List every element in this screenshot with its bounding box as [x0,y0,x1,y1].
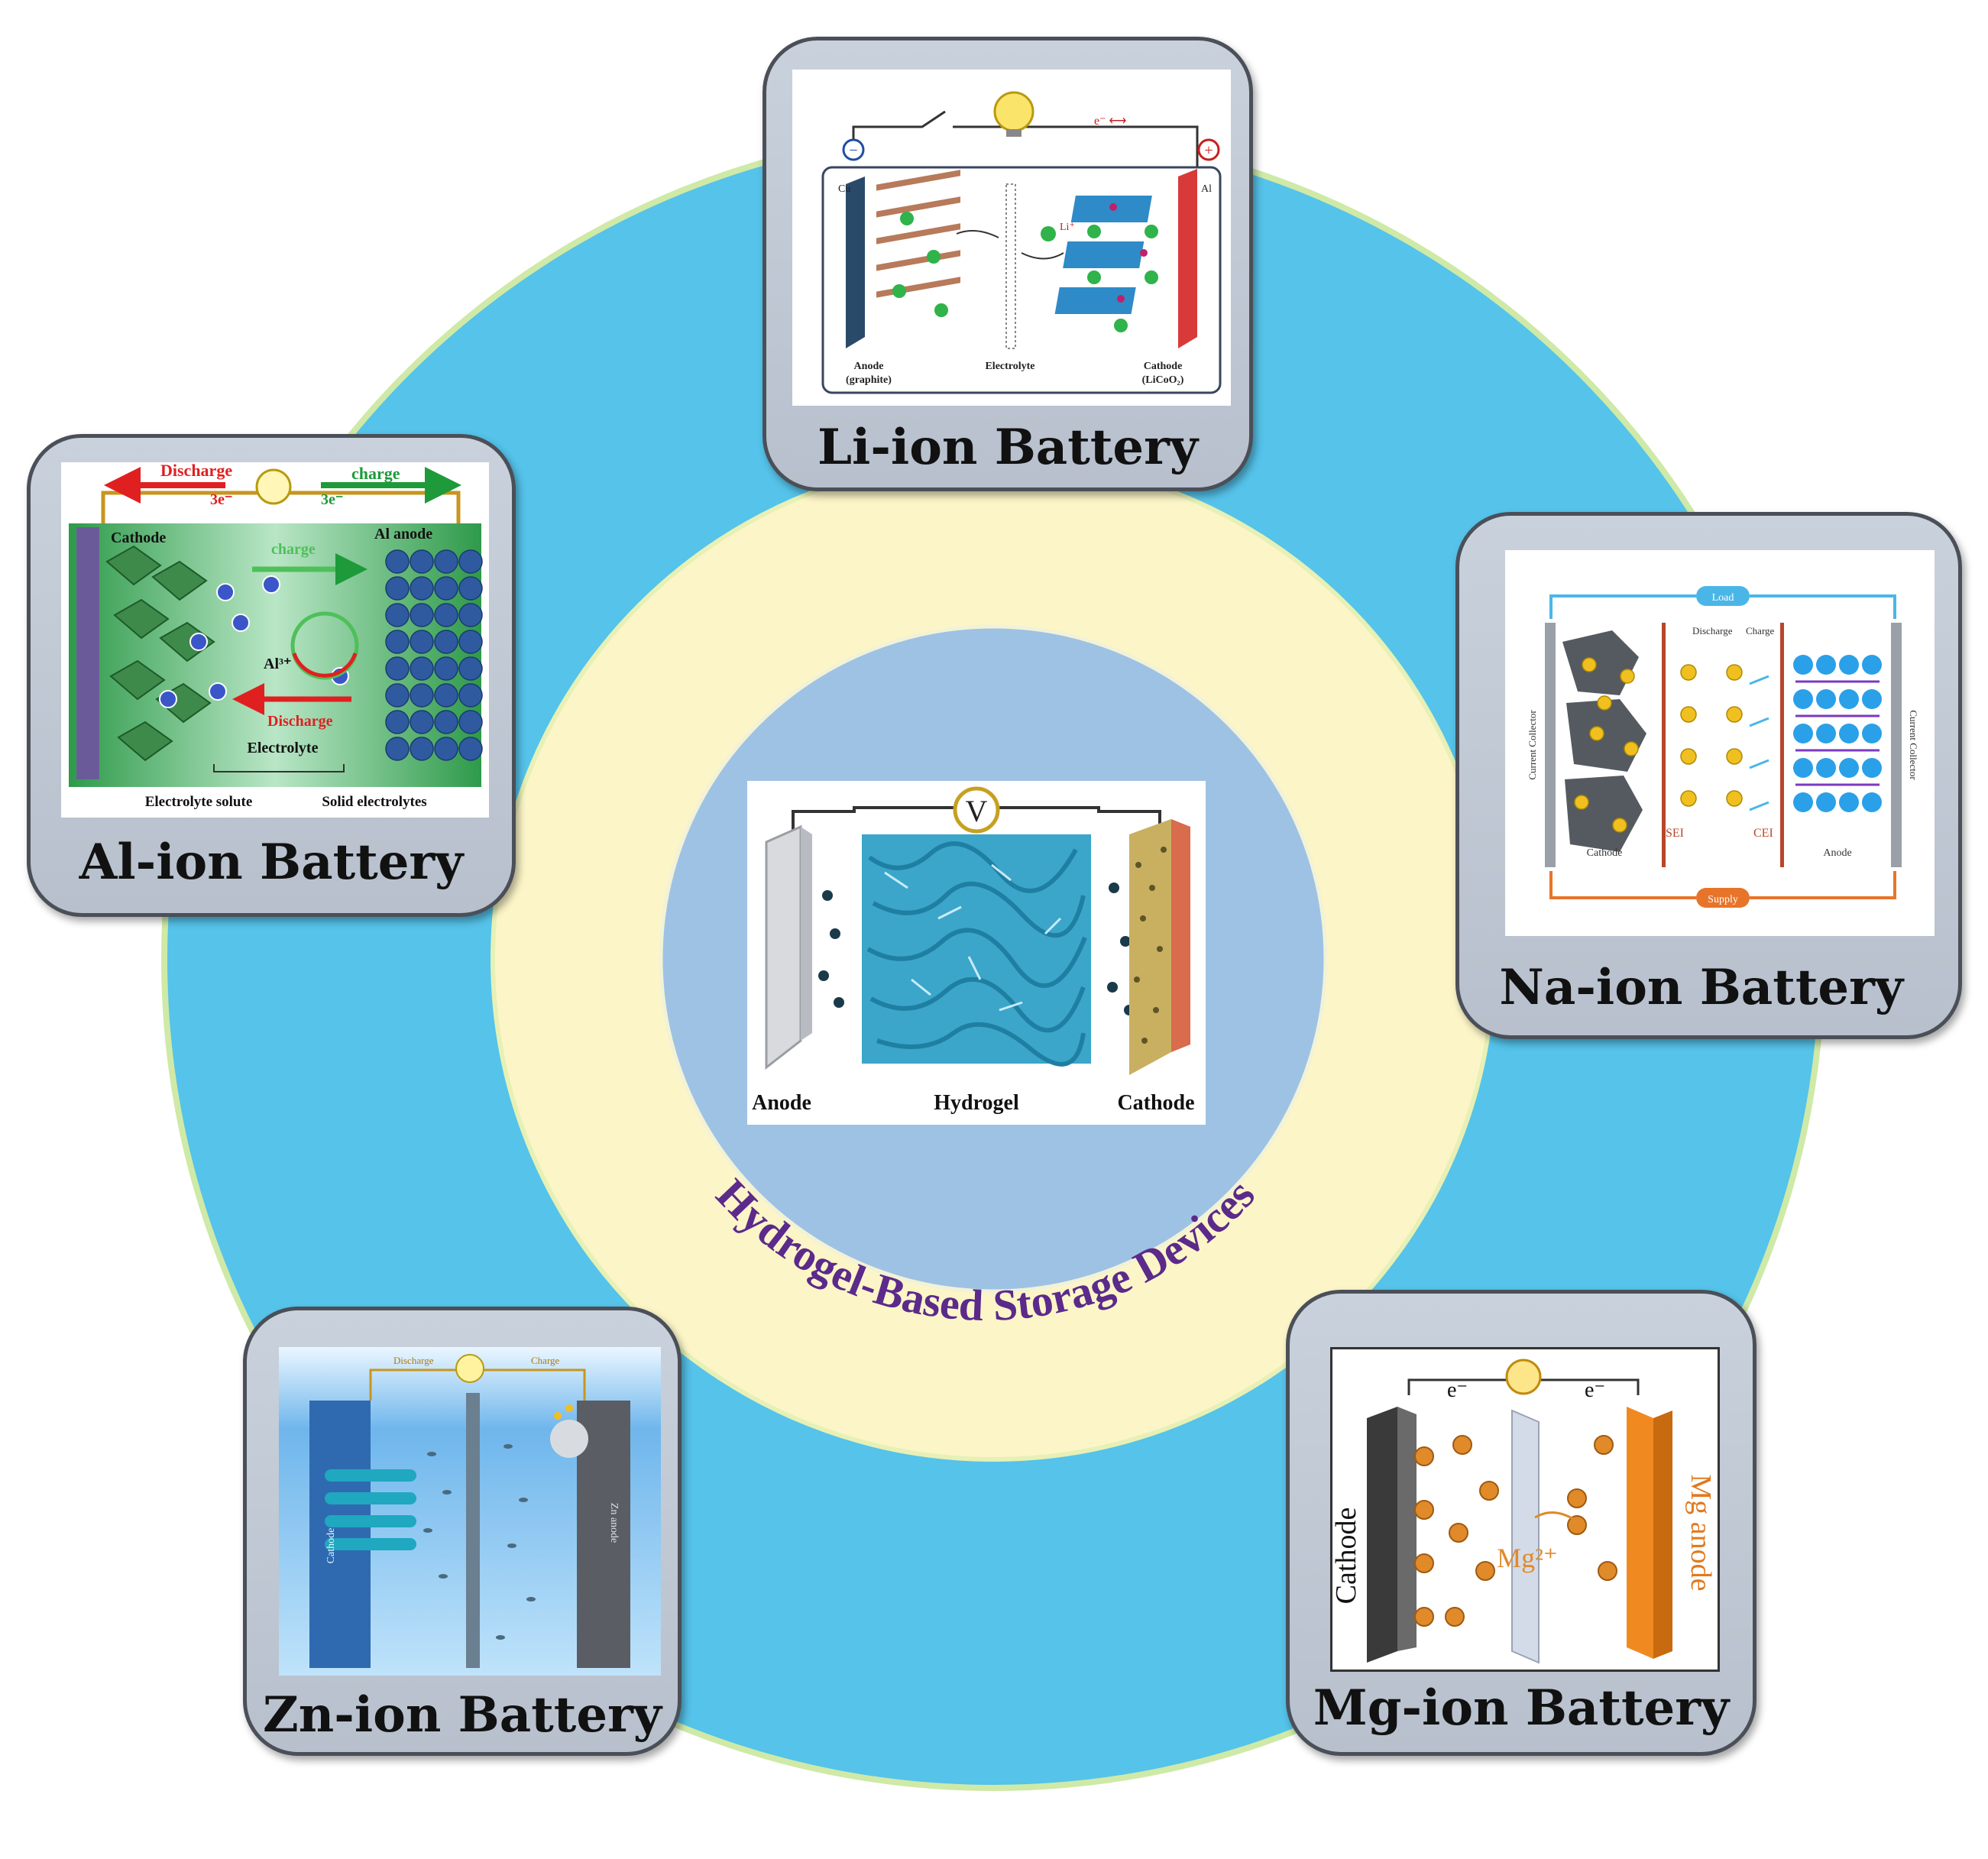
li-separator [1005,183,1016,349]
al-electrolyte-label: Electrolyte [248,740,319,756]
al-ion-title: Al-ion Battery [79,834,464,891]
na-cathode-particles [1562,630,1646,852]
mg-ion-label: Mg²⁺ [1497,1543,1558,1573]
zn-ion-diagram: Discharge Charge Cathode Zn anode [279,1347,661,1676]
hydrogel-anode-plate [765,824,802,1070]
zn-ion-title: Zn-ion Battery [263,1686,662,1744]
al-anode-label: Al anode [374,526,432,542]
zn-ions [423,1444,536,1640]
na-cei-layer [1780,623,1784,867]
na-cathode-label: Cathode [1587,847,1623,859]
negative-terminal-icon [842,138,865,161]
al-charge-top: charge [351,464,400,483]
li-ion-title: Li-ion Battery [818,419,1198,476]
na-load-label: Load [1712,592,1734,604]
mg-separator [1511,1409,1540,1664]
mg-cathode-label: Cathode [1332,1508,1362,1605]
na-load-box [1696,586,1750,606]
zn-bulb-icon [455,1354,484,1383]
li-anode-plate [846,177,865,348]
al-electrolyte-solute: Electrolyte solute [145,794,253,810]
li-cathode-plate [1178,169,1197,348]
mg-cathode-plate [1367,1407,1397,1663]
na-discharge-label: Discharge [1692,625,1733,636]
li-anode-sub: (graphite) [846,374,892,386]
al-anode-spheres [385,549,483,761]
na-cei-label: CEI [1753,827,1773,840]
hydrogel-cathode-label: Cathode [1117,1091,1194,1115]
zn-cathode-layers [325,1469,416,1550]
zn-anode-label: Zn anode [608,1503,620,1543]
voltmeter-icon [953,786,1000,834]
al-e-right: 3e⁻ [321,491,343,508]
li-neg-symbol: − [849,142,857,159]
na-collector-r-label: Current Collector [1908,710,1919,780]
li-al-label: Al [1201,183,1212,195]
li-electrolyte-label: Electrolyte [985,361,1034,372]
na-anode-lattice [1793,655,1882,812]
zn-cathode-label: Cathode [325,1528,337,1564]
al-cathode-label: Cathode [111,530,166,546]
na-supply-label: Supply [1708,894,1738,905]
al-cathode-plate [76,527,99,779]
zn-discharge-label: Discharge [393,1355,434,1366]
na-collector-l-label: Current Collector [1527,710,1538,780]
mg-anode-plate [1627,1407,1653,1659]
li-cu-label: Cu [838,183,850,195]
li-cathode-crystal [1054,196,1158,332]
al-ion-label: Al³⁺ [264,656,292,672]
mg-anode-label: Mg anode [1685,1474,1717,1591]
mg-e-right: e⁻ [1585,1378,1605,1402]
positive-terminal-icon [1197,138,1220,161]
voltmeter-symbol: V [966,794,988,828]
na-charge-label: Charge [1746,625,1775,636]
mg-ion-title: Mg-ion Battery [1313,1679,1730,1737]
hydrogel-cathode-plate [1129,819,1171,1075]
bulb-icon [993,91,1034,132]
zn-charge-label: Charge [531,1355,560,1366]
li-anode-label: Anode [854,361,884,372]
al-discharge-mid: Discharge [267,713,333,730]
mg-ions [1445,1435,1617,1627]
al-solid-electrolytes: Solid electrolytes [322,794,426,810]
al-ion-card: Discharge 3e⁻ 3e⁻ charge Cathode Al anod… [27,434,516,917]
li-cathode-sub: (LiCoO₂) [1142,374,1184,386]
mg-bulb-icon [1505,1359,1542,1395]
li-pos-symbol: + [1204,142,1213,159]
na-ion-title: Na-ion Battery [1499,959,1903,1016]
al-bulb-icon [255,468,292,505]
na-sei-layer [1662,623,1666,867]
hydrogel-anode-label: Anode [752,1091,811,1115]
zn-separator [466,1393,480,1668]
hydrogel-fibers [866,841,1087,1067]
al-electrons [159,575,349,708]
zn-ion-card: Discharge Charge Cathode Zn anode [243,1307,682,1756]
mg-e-left: e⁻ [1447,1378,1468,1402]
hydrogel-panel: V [747,781,1206,1125]
hydrogel-label: Hydrogel [934,1091,1019,1115]
na-supply-box [1696,888,1750,908]
li-ion-card: − + e⁻ ⟷ Cu Li⁺ [762,37,1253,491]
li-ion-label: Li⁺ [1060,222,1075,233]
na-sei-label: SEI [1666,827,1684,840]
li-cathode-label: Cathode [1144,361,1183,372]
al-charge-mid: charge [271,541,316,558]
mg-ion-card: e⁻ e⁻ Cathode Mg²⁺ Mg anode [1286,1290,1756,1756]
na-anode-label: Anode [1823,847,1851,859]
na-collector-right [1891,623,1902,867]
na-ions [1680,664,1743,807]
li-legend: e⁻ ⟷ [1094,115,1127,128]
na-collector-left [1545,623,1556,867]
al-e-left: 3e⁻ [210,491,232,508]
na-ion-card: Load Supply Current Collector Current Co… [1455,512,1962,1039]
li-ion-diagram: − + e⁻ ⟷ Cu Li⁺ [792,70,1231,406]
zn-cathode-plate [309,1401,371,1668]
al-discharge-top: Discharge [160,462,232,480]
al-cycle-arrow [290,611,359,680]
al-ion-diagram: Discharge 3e⁻ 3e⁻ charge Cathode Al anod… [61,462,489,818]
na-ion-diagram: Load Supply Current Collector Current Co… [1505,550,1935,936]
mg-ion-diagram: e⁻ e⁻ Cathode Mg²⁺ Mg anode [1330,1347,1720,1672]
